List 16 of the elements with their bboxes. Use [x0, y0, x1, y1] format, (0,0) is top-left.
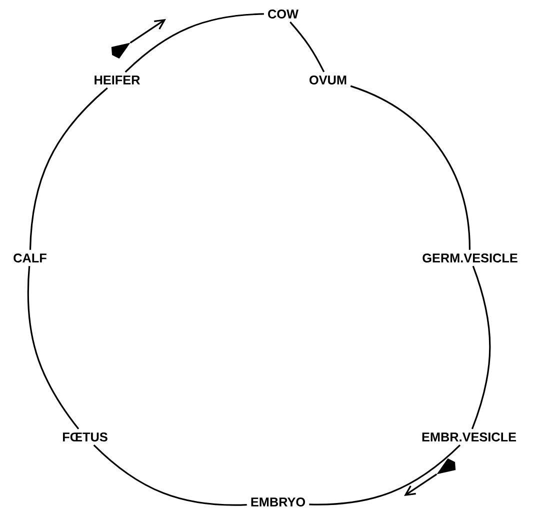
stage-label: EMBRYO	[251, 498, 306, 506]
circle-arc	[29, 87, 108, 250]
stage-label: FŒTUS	[63, 432, 108, 442]
circle-arc	[27, 266, 80, 430]
stage-label: OVUM	[310, 76, 346, 84]
circle-arc	[309, 444, 461, 506]
circle-arc	[93, 444, 247, 506]
stage-label: COW	[268, 10, 298, 18]
circle-arc	[290, 22, 325, 72]
circle-arc	[471, 266, 491, 430]
stage-label: CALF	[14, 254, 46, 262]
stage-label: HEIFER	[94, 76, 140, 84]
circle-arc	[350, 85, 470, 250]
stage-label: GERM.VESICLE	[422, 254, 518, 262]
circle-arc	[124, 13, 264, 73]
stage-label: EMBR.VESICLE	[422, 432, 516, 442]
